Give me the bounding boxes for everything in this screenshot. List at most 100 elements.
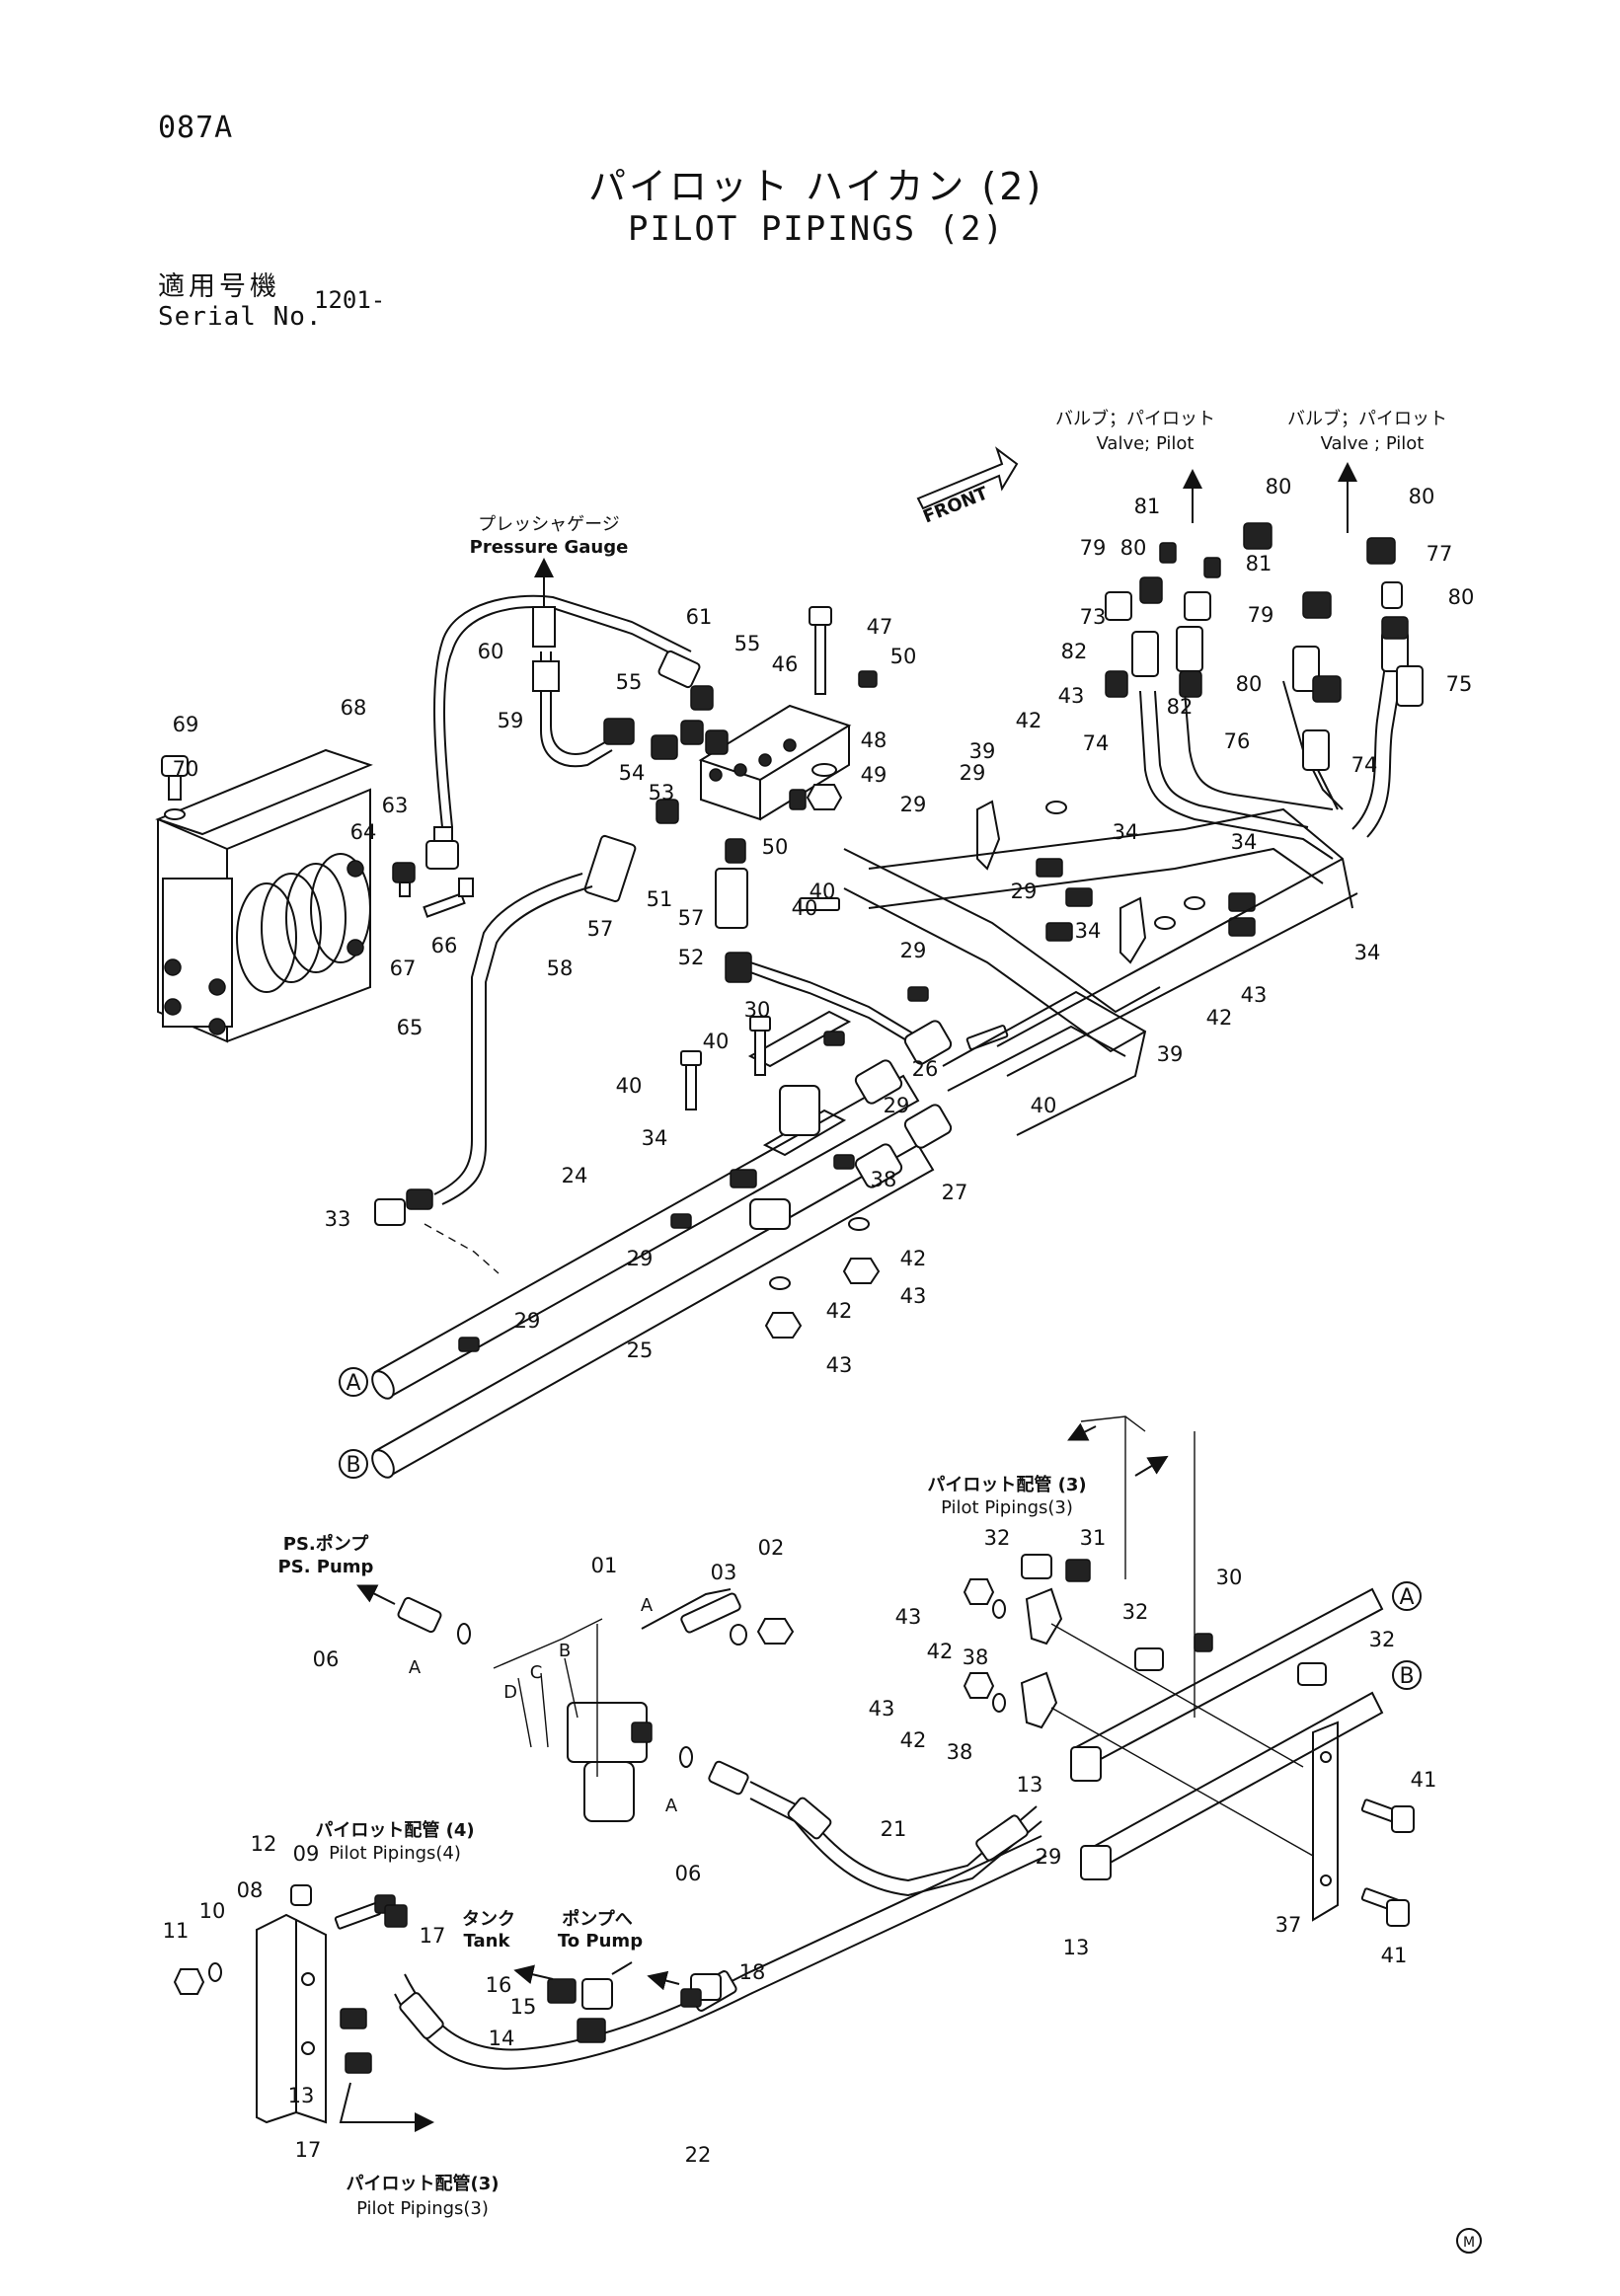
- front-arrow: [916, 446, 1019, 510]
- bracket-08: [256, 1913, 327, 2124]
- caption-pressure-gauge: プレッシャゲージ Pressure Gauge: [470, 514, 629, 558]
- part-number: 59: [498, 709, 524, 732]
- ref-a-label-valve: A: [641, 1595, 654, 1616]
- clamps-38-lower: [1020, 1587, 1063, 1729]
- caption-tank-jp: タンク: [462, 1909, 515, 1930]
- part-number: 51: [647, 887, 673, 911]
- washer-48: [811, 763, 837, 777]
- part-number: 70: [173, 757, 199, 781]
- part-number: 43: [895, 1605, 922, 1629]
- part-number: 66: [431, 934, 458, 957]
- part-number: 33: [325, 1207, 351, 1231]
- part-number: 17: [295, 2138, 322, 2162]
- caption-tank: タンク Tank: [462, 1909, 515, 1952]
- caption-valve-pilot-2-en: Valve ; Pilot: [1321, 433, 1425, 454]
- part-number: 53: [649, 781, 675, 804]
- relief-valve-01: [567, 1588, 741, 1822]
- part-number: 57: [678, 906, 705, 930]
- page-mark-label: M: [1463, 2235, 1475, 2251]
- part-number: 13: [288, 2084, 315, 2107]
- part-number: 06: [313, 1647, 340, 1671]
- part-number: 29: [1036, 1845, 1062, 1869]
- pipe-25: [371, 1143, 935, 1479]
- ref-d-label-valve: D: [503, 1682, 517, 1703]
- bolt-69: [161, 755, 189, 820]
- ref-circle-b-upper: B: [339, 1449, 368, 1479]
- part-number: 18: [739, 1960, 766, 1984]
- ref-b-upper-label: B: [346, 1453, 360, 1478]
- elbow-63: [425, 826, 459, 870]
- caption-pilot-pipings-3-lower-en: Pilot Pipings(3): [356, 2198, 489, 2219]
- part-number: 80: [1448, 585, 1475, 609]
- part-number: 80: [1236, 672, 1263, 696]
- part-number: 41: [1411, 1768, 1437, 1792]
- bolts-41: [1360, 1799, 1415, 1927]
- serial-label: Serial No.: [158, 302, 323, 332]
- part-number: 06: [675, 1862, 702, 1885]
- part-number: 48: [861, 728, 887, 752]
- part-number: 49: [861, 763, 887, 787]
- part-number: 57: [587, 917, 614, 941]
- elbows-31-32: [1021, 1554, 1327, 1686]
- part-number: 34: [1113, 820, 1139, 844]
- page-title-japanese: パイロット ハイカン (2): [588, 165, 1044, 208]
- part-number: 73: [1080, 605, 1107, 629]
- part-number: 40: [1031, 1094, 1057, 1117]
- part-number: 43: [826, 1353, 853, 1377]
- part-number: 69: [173, 713, 199, 736]
- caption-valve-pilot-2-jp: バルブ；パイロット: [1287, 408, 1447, 429]
- part-number: 82: [1061, 640, 1088, 663]
- ref-circle-b-lower: B: [1392, 1660, 1422, 1690]
- part-number: 46: [772, 652, 799, 676]
- caption-pilot-pipings-3-upper-jp: パイロット配管 (3): [927, 1474, 1086, 1495]
- part-number: 34: [1075, 919, 1102, 943]
- part-number: 01: [591, 1554, 618, 1577]
- hose-59: [532, 651, 613, 768]
- part-number: 16: [486, 1973, 512, 1997]
- part-number: 55: [616, 670, 643, 694]
- part-number: 29: [1011, 880, 1038, 903]
- plug-02-washer-03: [730, 1618, 795, 1645]
- coil-spring: [236, 853, 371, 993]
- part-number: 40: [810, 880, 836, 903]
- bolt-66: [423, 878, 474, 918]
- part-number: 29: [514, 1309, 541, 1333]
- part-number: 29: [884, 1094, 910, 1117]
- part-number: 60: [478, 640, 504, 663]
- part-number: 32: [1369, 1628, 1396, 1651]
- part-number: 43: [1241, 983, 1268, 1007]
- part-number: 15: [510, 1995, 537, 2019]
- part-number: 09: [293, 1842, 320, 1866]
- part-number: 77: [1427, 542, 1453, 566]
- caption-pilot-pipings-4-en: Pilot Pipings(4): [329, 1843, 461, 1864]
- caption-valve-pilot-1: バルブ；パイロット Valve; Pilot: [1055, 408, 1215, 454]
- part-number: 29: [960, 761, 986, 785]
- fitting-50: [789, 670, 878, 810]
- fitting-51: [656, 799, 746, 864]
- part-number: 38: [871, 1168, 897, 1191]
- bolt-09: [290, 1884, 396, 1930]
- nut-49: [806, 784, 843, 810]
- fitting-13-17: [339, 1904, 434, 2132]
- bracket-37: [1312, 1721, 1339, 1922]
- part-number: 80: [1266, 475, 1292, 498]
- part-number: 39: [969, 739, 996, 763]
- part-number: 34: [1354, 941, 1381, 964]
- caption-ps-pump: PS.ポンプ PS. Pump: [278, 1533, 374, 1577]
- ref-b-lower-label: B: [1399, 1664, 1414, 1689]
- part-number: 43: [900, 1284, 927, 1308]
- part-number: 42: [900, 1728, 927, 1752]
- adapter-60: [532, 558, 556, 648]
- part-number: 42: [826, 1299, 853, 1323]
- part-number: 81: [1134, 495, 1161, 518]
- elbow-52: [725, 952, 919, 1048]
- part-number: 31: [1080, 1526, 1107, 1550]
- fitting-53-54: [603, 718, 678, 760]
- hose-21: [749, 1781, 1042, 1897]
- part-number: 29: [900, 793, 927, 816]
- caption-valve-pilot-2: バルブ；パイロット Valve ; Pilot: [1287, 408, 1447, 454]
- part-number: 50: [890, 645, 917, 668]
- part-number: 54: [619, 761, 646, 785]
- part-number: 10: [199, 1899, 226, 1923]
- part-number: 80: [1120, 536, 1147, 560]
